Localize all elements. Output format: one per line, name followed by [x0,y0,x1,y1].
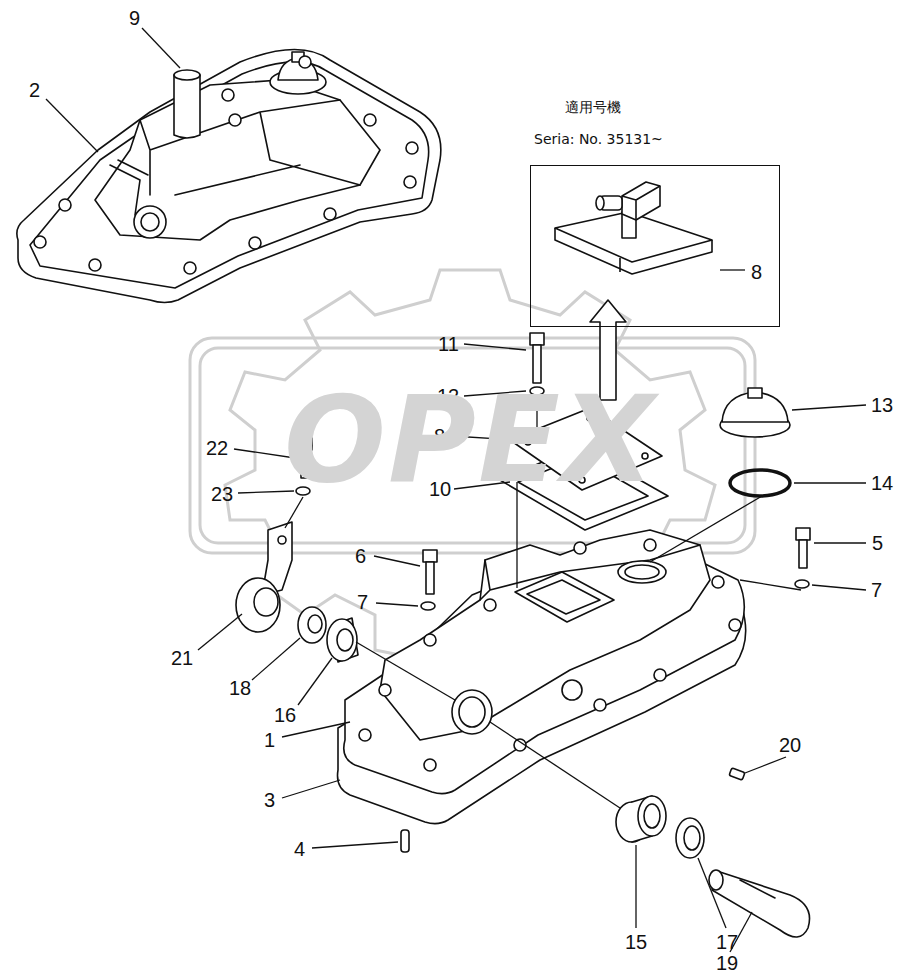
callout-number: 16 [274,705,296,725]
callout-number: 4 [294,839,305,859]
inset-heading: Seria: No. 35131~ [534,132,663,147]
callout-number: 19 [716,953,738,973]
callout-number: 1 [264,730,275,750]
callout-number: 8 [751,262,762,282]
callout-number: 17 [716,932,738,952]
upper-cover [17,49,441,302]
o-ring [730,470,790,496]
callout-number: 5 [872,533,883,553]
callout-number: 22 [206,438,228,458]
housing [344,530,745,794]
callout-number: 11 [438,334,459,354]
callout-number: 7 [871,580,882,600]
callout-number: 23 [211,484,233,504]
callout-number: 18 [229,678,251,698]
bracket [236,522,292,632]
callout-number: 15 [625,932,647,952]
callout-number: 7 [357,592,368,612]
watermark: OPEX [284,380,656,500]
callout-number: 21 [171,648,193,668]
leader-lines [46,28,866,952]
callout-number: 2 [29,80,40,100]
callout-number: 6 [355,546,366,566]
callout-number: 3 [264,790,275,810]
pin [401,830,409,852]
inset-heading: 適用号機 [565,100,621,115]
cap [720,388,790,437]
inset-cover-plate [555,182,712,274]
inset-box: 適用号機 Seria: No. 35131~ [528,92,782,327]
callout-number: 20 [779,735,801,755]
callout-number: 14 [871,473,893,493]
inset-frame [530,165,780,327]
callout-number: 9 [129,8,140,28]
callout-number: 13 [871,395,893,415]
